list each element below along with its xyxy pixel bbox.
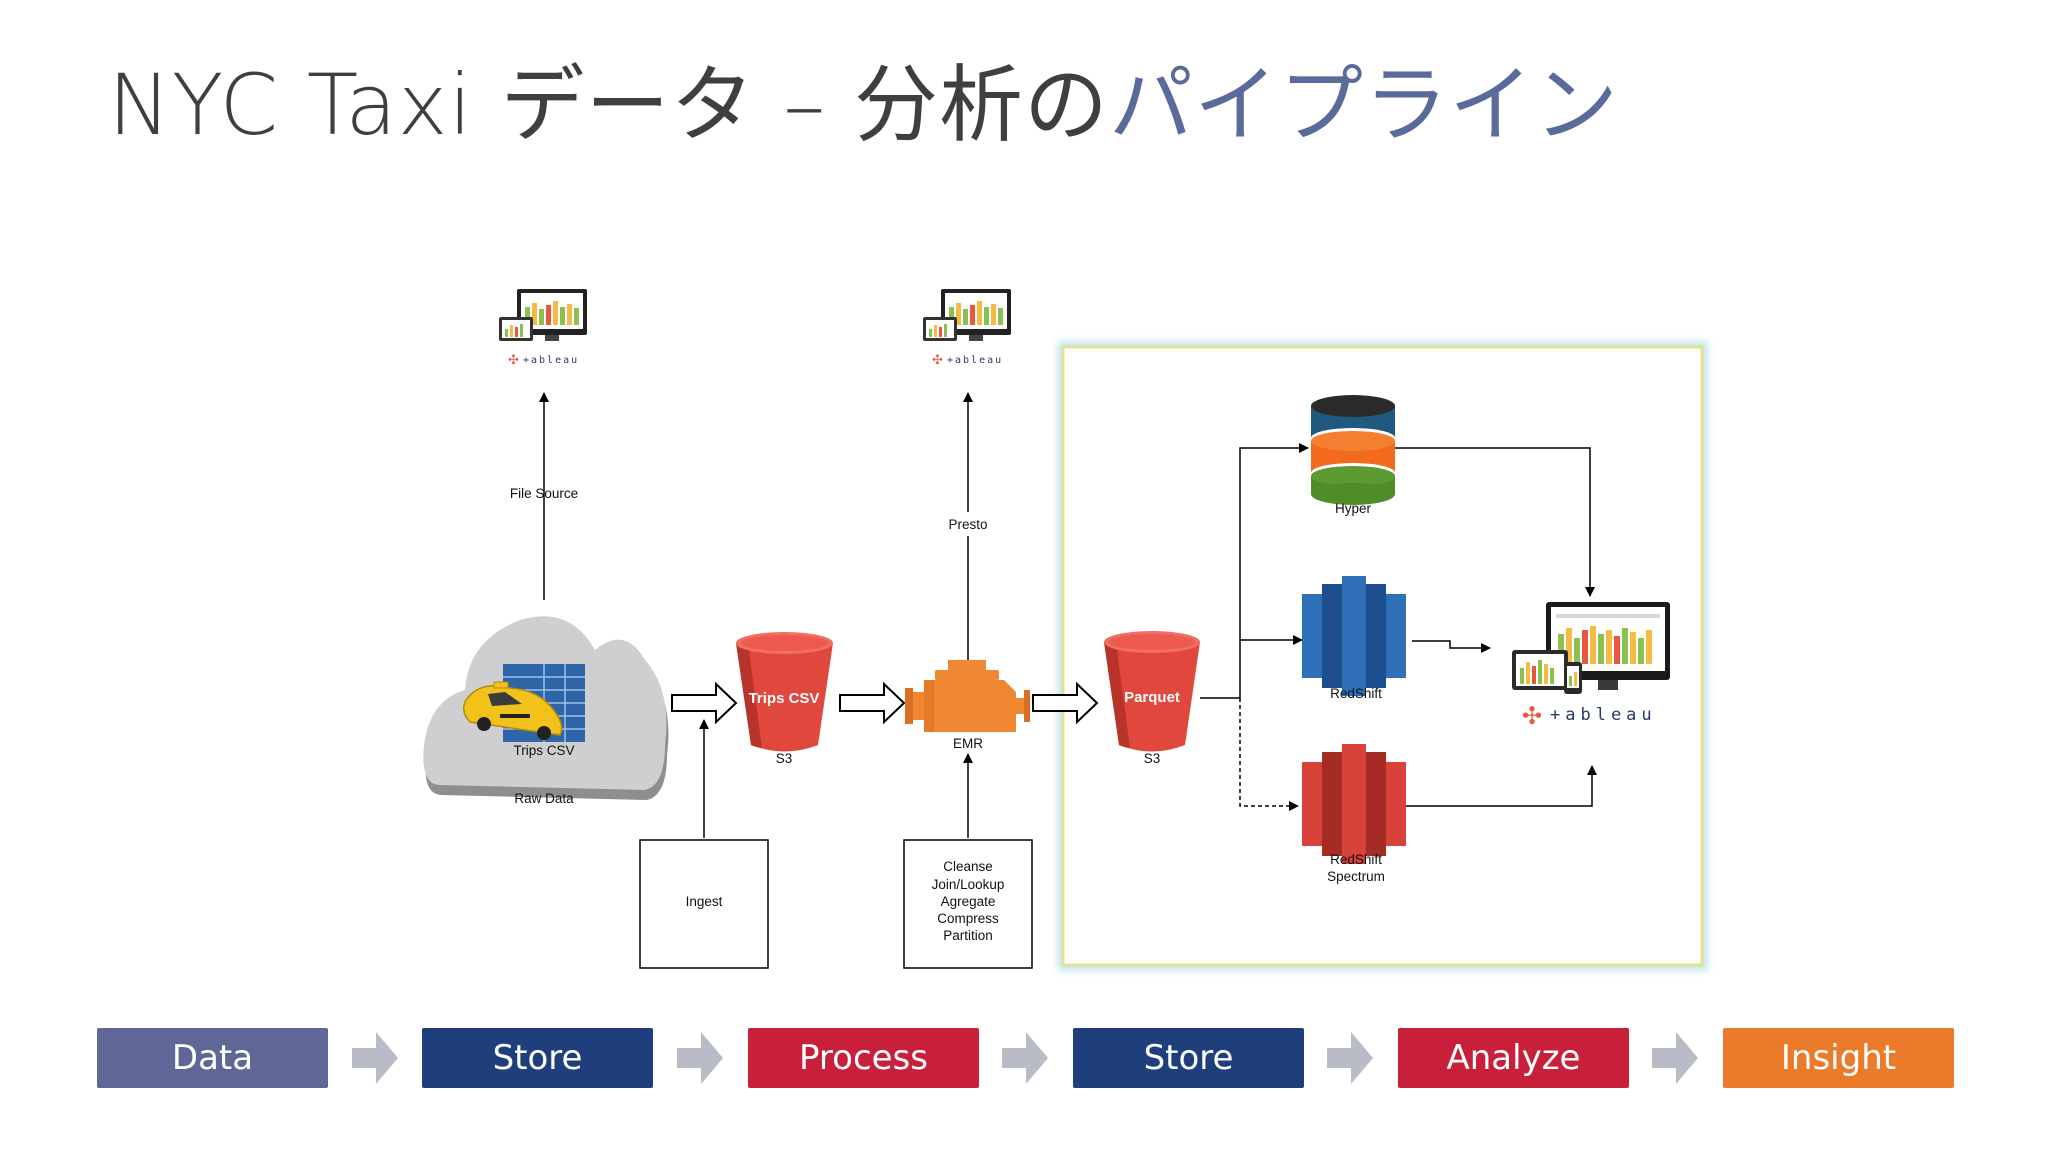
flow-arrow [1032,681,1099,725]
ingest-label: Ingest [686,894,723,909]
taxi-icon [463,681,563,740]
tableau-logo-text: +ableau [523,355,579,366]
process-step: Agregate [941,894,996,909]
tableau-dashboard-icon: ✣ +ableau [499,289,587,368]
arrow-spectrum-to-tableau [1406,765,1597,807]
chevron-arrow-icon [677,1032,723,1084]
tableau-logo-text: +ableau [947,355,1003,366]
trips-csv-s3-label: S3 [776,751,793,766]
process-step: Partition [943,928,993,943]
raw-data-label: Raw Data [514,791,574,806]
redshift-icon [1302,576,1406,696]
raw-data-inner-label: Trips CSV [513,743,574,758]
arrow-to-hyper [1200,443,1309,699]
process-step: Compress [937,911,999,926]
process-step: Join/Lookup [932,877,1005,892]
parquet-s3-label: S3 [1144,751,1161,766]
stage-process: Process [748,1028,979,1088]
database-icon [1311,395,1395,505]
redshift-label: RedShift [1330,686,1382,701]
emr-label: EMR [953,736,983,751]
chevron-arrow-icon [1652,1032,1698,1084]
ingest-box [639,839,769,969]
title-accent: パイプライン [1108,56,1619,154]
parquet-bucket-label: Parquet [1124,689,1180,706]
flow-arrow [671,681,738,725]
file-source-label: File Source [510,486,578,501]
chevron-arrow-icon [1327,1032,1373,1084]
title-main: NYC Taxi データ – 分析の [108,56,1109,154]
tableau-cross-icon: ✣ [932,353,943,368]
process-step: Cleanse [943,859,993,874]
spectrum-label-line1: RedShift [1330,852,1382,867]
trips-csv-bucket-label: Trips CSV [749,690,820,707]
spectrum-label-line2: Spectrum [1327,869,1385,884]
s3-bucket-icon [736,632,833,752]
presto-label: Presto [948,517,987,532]
chevron-arrow-icon [1002,1032,1048,1084]
stage-analyze: Analyze [1398,1028,1629,1088]
stage-insight: Insight [1723,1028,1954,1088]
tableau-cross-icon: ✣ [1522,702,1542,730]
arrow-hyper-to-tableau [1395,447,1595,597]
tableau-logo-text-large: +ableau [1550,705,1657,725]
arrow-redshift-to-tableau [1412,640,1491,653]
stage-data: Data [97,1028,328,1088]
chevron-arrow-icon [352,1032,398,1084]
page-title: NYC Taxi データ – 分析のパイプライン [108,38,1619,159]
engine-icon [905,660,1030,732]
stage-store: Store [422,1028,653,1088]
tableau-dashboard-icon: ✣ +ableau [923,289,1011,368]
tableau-dashboard-icon: ✣ +ableau [1512,602,1670,730]
hyper-label: Hyper [1335,501,1372,516]
arrow-to-spectrum [1239,698,1299,811]
redshift-spectrum-icon [1302,744,1406,864]
tableau-cross-icon: ✣ [508,353,519,368]
flow-arrow [839,681,906,725]
process-steps-box [903,839,1033,969]
s3-bucket-icon [1104,631,1200,752]
stage-store-2: Store [1073,1028,1304,1088]
